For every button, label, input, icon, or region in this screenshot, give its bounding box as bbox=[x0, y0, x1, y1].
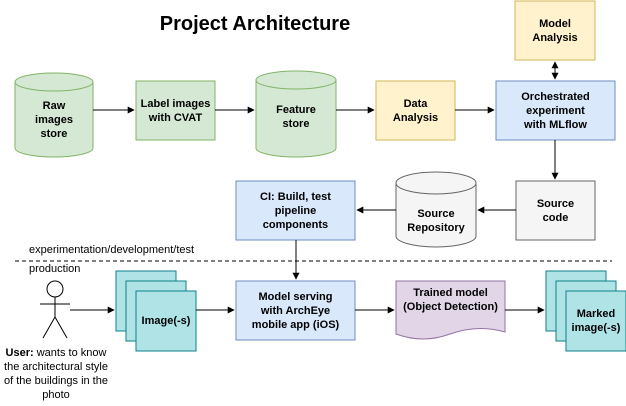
images-stack bbox=[115, 270, 197, 352]
source-repo-cylinder bbox=[395, 171, 477, 248]
user-figure bbox=[40, 280, 70, 339]
data-analysis-box bbox=[375, 80, 456, 141]
marked-images-stack bbox=[545, 270, 626, 352]
data-analysis-label: Data Analysis bbox=[392, 97, 439, 124]
raw-images-cylinder bbox=[14, 72, 94, 158]
model-analysis-box bbox=[514, 0, 596, 61]
model-serving-label: Model serving with ArchEye mobile app (i… bbox=[251, 290, 340, 331]
user-caption-bold: User: bbox=[5, 347, 34, 359]
separator-bottom-label: production bbox=[29, 263, 81, 275]
user-caption: User: wants to know the architectural st… bbox=[0, 346, 112, 402]
page-title: Project Architecture bbox=[159, 13, 351, 35]
orchestrated-label: Orchestrated experiment with MLflow bbox=[521, 90, 590, 131]
ci-label: CI: Build, test pipeline components bbox=[260, 190, 331, 231]
source-code-box bbox=[515, 180, 596, 241]
label-images-box bbox=[135, 80, 216, 141]
ci-box bbox=[235, 180, 356, 241]
trained-model-doc bbox=[395, 280, 506, 340]
separator-top-label: experimentation/development/test bbox=[29, 244, 195, 256]
raw-images-label: Raw images store bbox=[35, 100, 73, 140]
images-label: Image(-s) bbox=[141, 315, 191, 327]
trained-model-label: Trained model (Object Detection) bbox=[403, 287, 498, 313]
source-repo-label: Source Repository bbox=[407, 208, 465, 234]
marked-images-label: Marked image(-s) bbox=[571, 308, 621, 334]
feature-store-label: Feature store bbox=[276, 104, 316, 130]
feature-store-cylinder bbox=[255, 70, 337, 158]
source-code-label: Source code bbox=[536, 197, 575, 224]
model-analysis-label: Model Analysis bbox=[532, 17, 578, 44]
user-caption-text: wants to know the architectural style of… bbox=[4, 347, 108, 401]
label-images-label: Label images with CVAT bbox=[140, 97, 211, 124]
model-serving-box bbox=[235, 280, 356, 341]
orchestrated-box bbox=[495, 80, 616, 141]
